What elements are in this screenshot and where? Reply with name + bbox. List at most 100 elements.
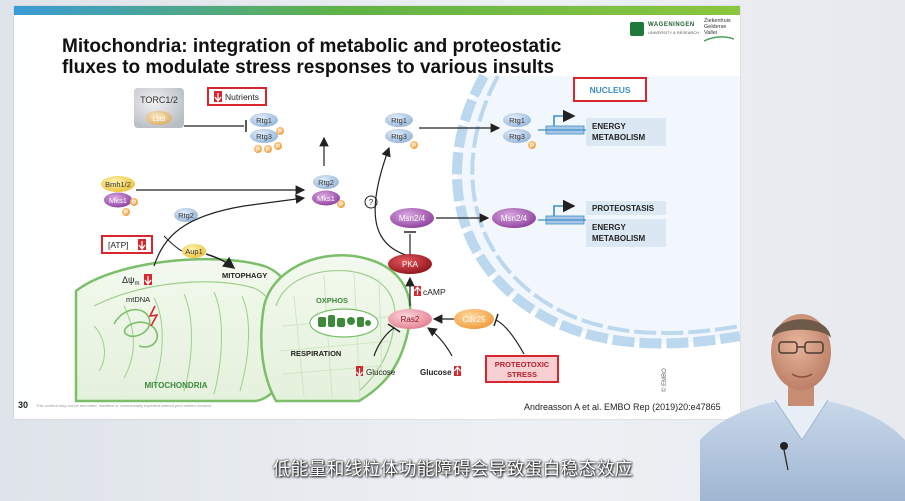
mitochondrion-right [260,254,412,403]
delta-psi-label: Δψm [122,275,139,287]
pathway-diagram: TORC1/2 Lst8 Nutrients Rtg1 Rtg3 P P P P… [74,73,740,403]
phospho-label: P [276,145,280,151]
metabolism-label-2: METABOLISM [592,234,646,243]
wageningen-logo-line-2: UNIVERSITY & RESEARCH [648,30,700,35]
nutrients-highlight [207,87,267,106]
presenter-collar [774,399,829,441]
mks1-left-label: Mks1 [109,196,127,205]
energy-metabolism-box-2 [586,219,666,247]
rtg3-active-label: Rtg3 [391,132,407,141]
presentation-slide: Mitochondria: integration of metabolic a… [14,6,740,419]
embo-copyright: © EMBO [661,368,668,392]
msn-nucleus-label: Msn2/4 [501,214,528,223]
presenter-glasses [778,341,824,354]
phospho-label: P [132,201,136,207]
rtg1-active [385,113,413,127]
bmh-label: Bmh1/2 [105,180,131,189]
mks1-center-blob [312,190,340,206]
nutrients-label: Nutrients [225,92,259,102]
rtg1-cytoplasm [250,113,278,127]
presenter-shirt [700,400,905,501]
rtg3-nucleus [503,129,531,143]
bmh-blob [101,176,135,192]
energy-metabolism-box-1 [586,118,666,146]
unknown-link-icon [364,195,378,209]
torc-label: TORC1/2 [140,95,178,105]
hospital-logo-line-2: Gelderse [704,24,727,30]
nucleus-highlight [573,77,647,102]
slide-title-line-2: fluxes to modulate stress responses to v… [62,57,555,78]
hospital-logo-line-1: Ziekenhuis [704,18,731,24]
camp-label: cAMP [423,287,446,297]
rtg3-cytoplasm [250,129,278,143]
slide-title-line-1: Mitochondria: integration of metabolic a… [62,36,562,57]
pka-label: PKA [402,260,419,269]
slide-top-bar [14,6,740,15]
proteotoxic-label-2: STRESS [507,370,537,379]
hospital-logo-swoosh-icon [703,36,735,42]
respiration-label: RESPIRATION [291,349,342,358]
delta-psi-symbol: Δψ [122,275,134,285]
pka-blob [388,254,432,274]
oxphos-complexes-icon [318,315,371,327]
nucleus-label: NUCLEUS [589,85,630,95]
msn-cytoplasm-label: Msn2/4 [399,214,426,223]
lst8-label: Lst8 [152,116,165,123]
proteotoxic-stress-box [485,355,559,383]
energy-label-2: ENERGY [592,223,626,232]
presenter-face [771,314,831,390]
msn-nucleus-blob [492,208,536,228]
ras2-label: Ras2 [401,315,420,324]
rtg2-free-label: Rtg2 [178,211,194,220]
phospho-label: P [412,144,416,150]
glucose-low-label: Glucose [366,368,396,377]
phospho-label: P [266,148,270,154]
energy-label-1: ENERGY [592,122,626,131]
wageningen-logo: WAGENINGEN UNIVERSITY & RESEARCH [630,20,700,40]
mtdna-label: mtDNA [126,295,150,304]
mtdna-damage-bolt-icon [148,305,159,327]
rtg1-cytoplasm-label: Rtg1 [256,116,272,125]
rtg3-active [385,129,413,143]
proteotoxic-label-1: PROTEOTOXIC [495,360,550,369]
presenter-video [700,314,905,501]
glucose-high-label: Glucose [420,368,452,377]
delta-psi-subscript: m [134,281,139,287]
cdc25-blob [454,309,494,329]
msn-cytoplasm-blob [390,208,434,228]
slide-footnote: This content may not be amended, modifie… [36,403,211,408]
proteostasis-box [586,201,666,215]
hospital-logo-line-3: Vallei [704,30,718,36]
presenter-hair [772,319,831,338]
wageningen-logo-icon [630,22,644,36]
gene-proteostasis [538,199,592,225]
slide-title: Mitochondria: integration of metabolic a… [62,36,602,78]
rtg3-nucleus-label: Rtg3 [509,132,525,141]
gene-energy-metabolism-1 [538,109,592,135]
mitophagy-label: MITOPHAGY [222,271,267,280]
phospho-label: P [530,144,534,150]
slide-number: 30 [18,400,29,410]
mks1-center-label: Mks1 [317,194,335,203]
rtg1-nucleus-label: Rtg1 [509,116,525,125]
aup1-label: Aup1 [185,247,203,256]
rtg2-free-blob [174,208,198,222]
proteostasis-label: PROTEOSTASIS [592,204,655,213]
oxphos-label: OXPHOS [316,296,348,305]
phospho-label: P [339,203,343,209]
hospital-logo: Ziekenhuis Gelderse Vallei [703,18,738,44]
rtg3-phospho-group: P P P P [254,127,284,154]
rtg1-nucleus [503,113,531,127]
video-subtitle: 低能量和线粒体功能障碍会导致蛋白稳态效应 [272,459,633,480]
phospho-label: P [124,211,128,217]
lapel-microphone-icon [780,442,788,450]
cdc25-label: Cdc25 [462,315,486,324]
ras2-blob [388,309,432,329]
rtg1-active-label: Rtg1 [391,116,407,125]
atp-label: [ATP] [108,240,129,250]
wageningen-logo-line-1: WAGENINGEN [648,22,695,28]
rtg3-cytoplasm-label: Rtg3 [256,132,272,141]
mitochondria-label: MITOCHONDRIA [145,381,208,390]
question-mark-label: ? [369,198,374,207]
mks1-left-blob [104,192,132,208]
